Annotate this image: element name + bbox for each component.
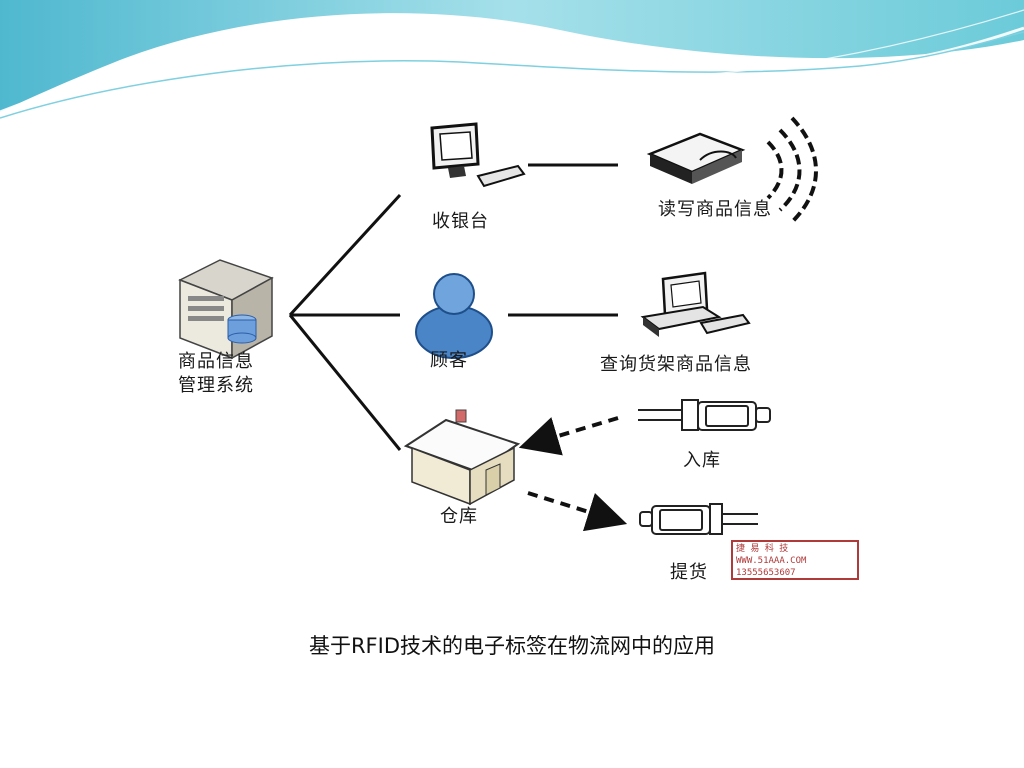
inbound-arrow [518, 416, 619, 456]
label-query: 查询货架商品信息 [600, 354, 752, 375]
pickup-arrow [527, 491, 628, 532]
rfid-reader-icon [646, 132, 746, 184]
stamp-line1: 捷 易 科 技 [736, 544, 789, 554]
warehouse-house-icon [403, 409, 521, 506]
slide-caption: 基于RFID技术的电子标签在物流网中的应用 [308, 634, 716, 658]
watermark-stamp: 捷 易 科 技 WWW.51AAA.COM 13555653607 [731, 540, 859, 580]
server-icon [178, 259, 274, 360]
connection-lines [288, 163, 618, 451]
stamp-line3: 13555653607 [736, 568, 796, 578]
label-pickup: 提货 [670, 562, 708, 583]
header-wave-banner [0, 0, 1024, 119]
forklift-inbound-icon [638, 399, 771, 431]
radio-waves-icon [766, 116, 818, 224]
line-to-cashier [288, 193, 402, 317]
stamp-line2: WWW.51AAA.COM [736, 556, 807, 566]
rfid-logistics-diagram: 商品信息 管理系统 收银台 读写商品信息 顾客 查询货架商品信息 仓库 入库 提… [138, 110, 878, 595]
cashier-computer-icon [430, 122, 526, 188]
label-cashier: 收银台 [432, 211, 489, 232]
query-terminal-icon [640, 271, 751, 337]
label-mis: 商品信息 管理系统 [178, 350, 254, 398]
label-read-write: 读写商品信息 [658, 199, 772, 220]
forklift-pickup-icon [639, 503, 758, 535]
label-warehouse: 仓库 [440, 506, 478, 527]
line-to-warehouse [288, 314, 402, 451]
customer-person-icon [415, 273, 493, 359]
diagram-graphics [178, 116, 818, 535]
label-inbound: 入库 [683, 450, 721, 471]
label-mis-line1: 商品信息 [178, 351, 254, 372]
label-mis-line2: 管理系统 [178, 375, 254, 396]
label-customer: 顾客 [430, 350, 468, 371]
